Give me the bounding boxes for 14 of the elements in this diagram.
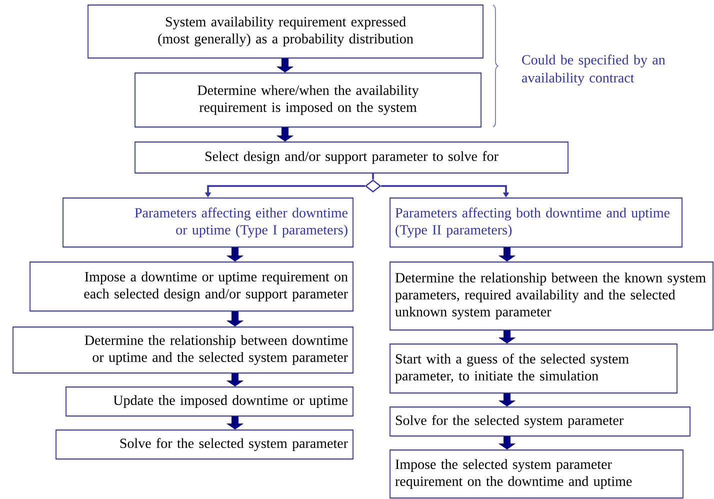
process-box: Solve for the selected system parameter	[390, 406, 690, 436]
process-box: Determine the relationship between the known system parameters, required availability and the selected unknown system parameter	[390, 262, 714, 330]
process-box: Solve for the selected system parameter	[56, 430, 354, 460]
process-box: Start with a guess of the selected system parameter, to initiate the simulation	[390, 344, 678, 394]
process-box: Impose a downtime or uptime requirement on each selected design and/or support parameter	[30, 262, 354, 312]
note-text: Could be specified by an availability contract	[522, 54, 666, 86]
process-box: Determine the relationship between downtime or uptime and the selected system parameter	[12, 326, 354, 374]
process-box: System availability requirement expressed (most generally) as a probability distribution	[88, 4, 484, 58]
process-box: Parameters affecting both downtime and uptime (Type II parameters)	[390, 198, 682, 248]
process-box: Select design and/or support parameter to solve for	[134, 142, 568, 174]
process-box: Update the imposed downtime or uptime	[66, 386, 354, 416]
process-box: Determine where/when the availability requirement is imposed on the system	[134, 72, 482, 128]
process-box: Impose the selected system parameter requirement on the downtime and uptime	[390, 450, 684, 498]
process-box: Parameters affecting either downtime or uptime (Type I parameters)	[62, 198, 354, 248]
